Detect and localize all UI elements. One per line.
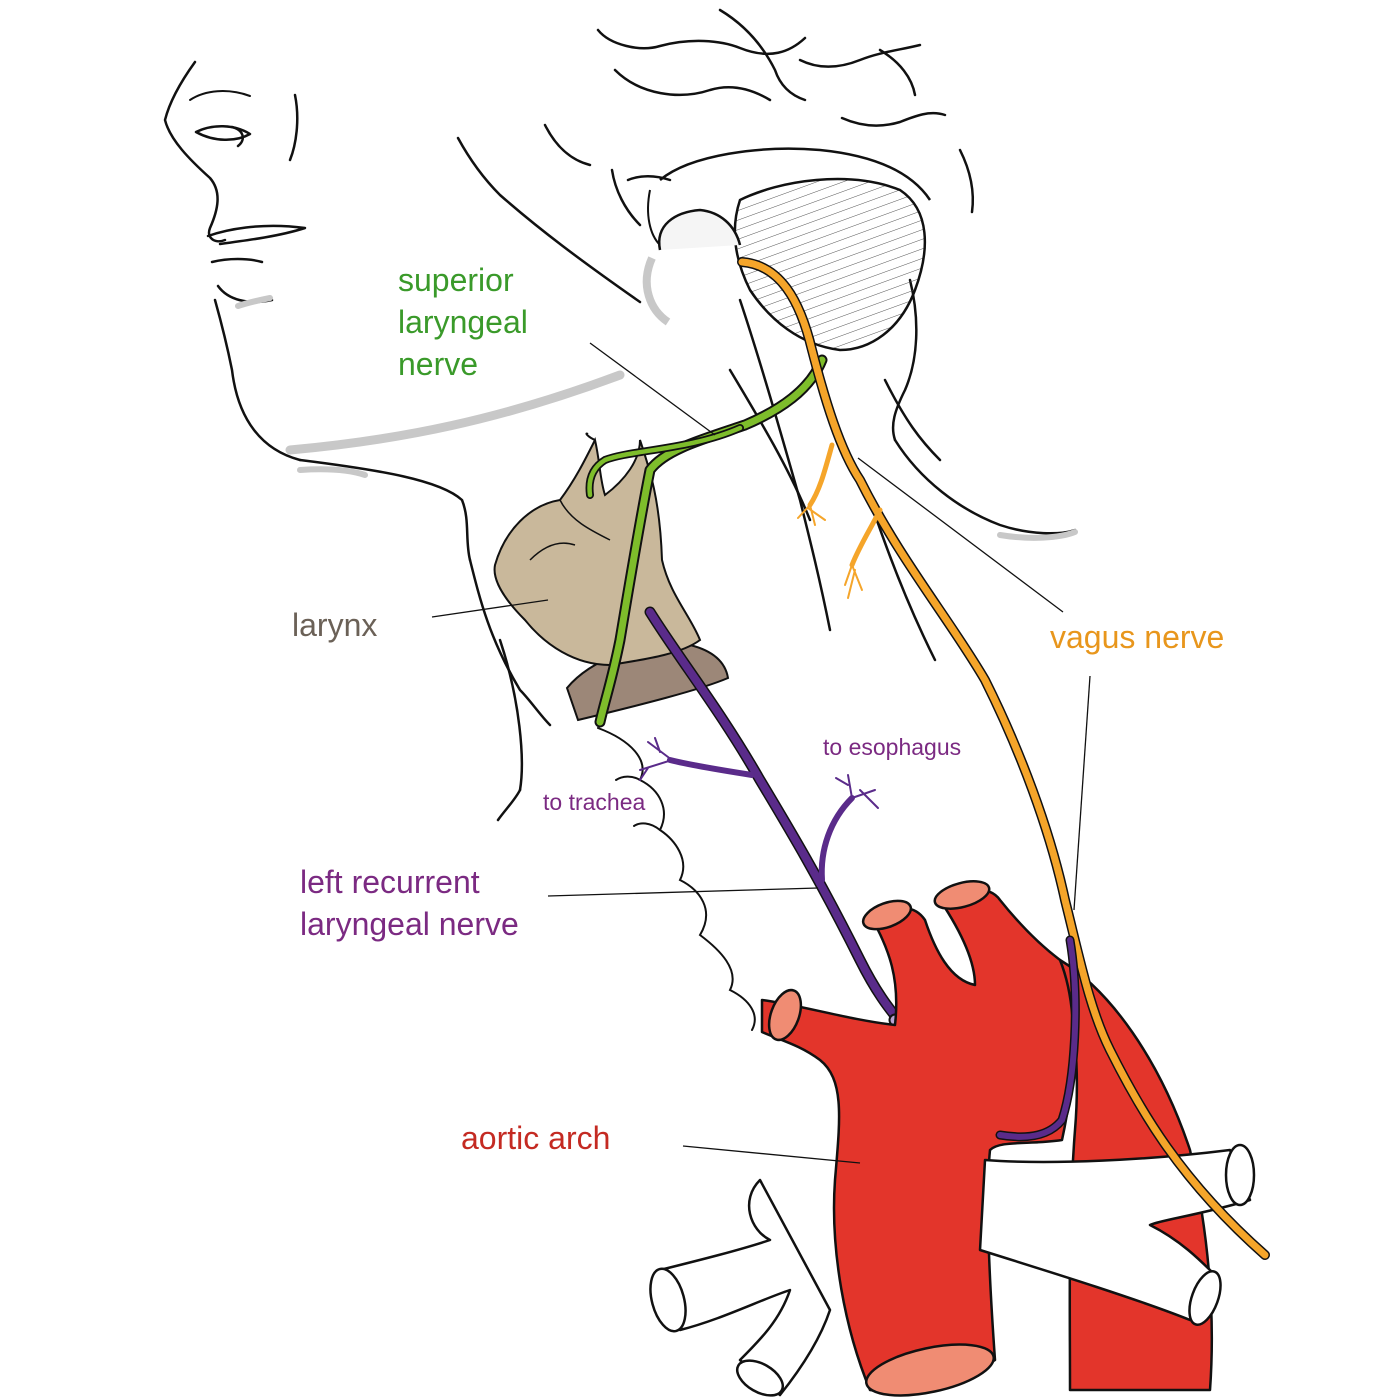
aortic-arch-label: aortic arch	[461, 1120, 611, 1156]
leader-vagus-2	[1073, 675, 1091, 911]
superior-label-line-1: superior	[398, 262, 514, 298]
superior-label-line-3: nerve	[398, 346, 479, 382]
skull-base	[642, 147, 932, 352]
vagus-nerve-label: vagus nerve	[1050, 619, 1225, 655]
jaw-shadow	[235, 295, 1078, 541]
recurrent-laryngeal-nerve-label: left recurrent laryngeal nerve	[300, 861, 519, 945]
recurrent-label-line-1: left recurrent	[300, 864, 480, 900]
head-outline	[163, 8, 1077, 822]
aortic-arch	[760, 880, 1214, 1397]
superior-label-line-2: laryngeal	[398, 304, 528, 340]
leader-larynx	[431, 599, 549, 618]
vagus-nerve	[737, 257, 1270, 1260]
recurrent-label-line-2: laryngeal nerve	[300, 906, 519, 942]
leader-vagus	[857, 457, 1064, 613]
esophagus-branch-label: to esophagus	[823, 734, 962, 760]
leader-lines	[431, 342, 1091, 1164]
leader-superior	[589, 342, 716, 436]
superior-laryngeal-nerve	[585, 354, 828, 728]
leader-aortic	[682, 1145, 861, 1164]
bronchi	[649, 1143, 1256, 1397]
superior-laryngeal-nerve-label: superior laryngeal nerve	[398, 259, 528, 385]
larynx-label: larynx	[292, 607, 378, 643]
leader-recurrent	[547, 887, 819, 897]
trachea-branch-label: to trachea	[543, 789, 646, 815]
